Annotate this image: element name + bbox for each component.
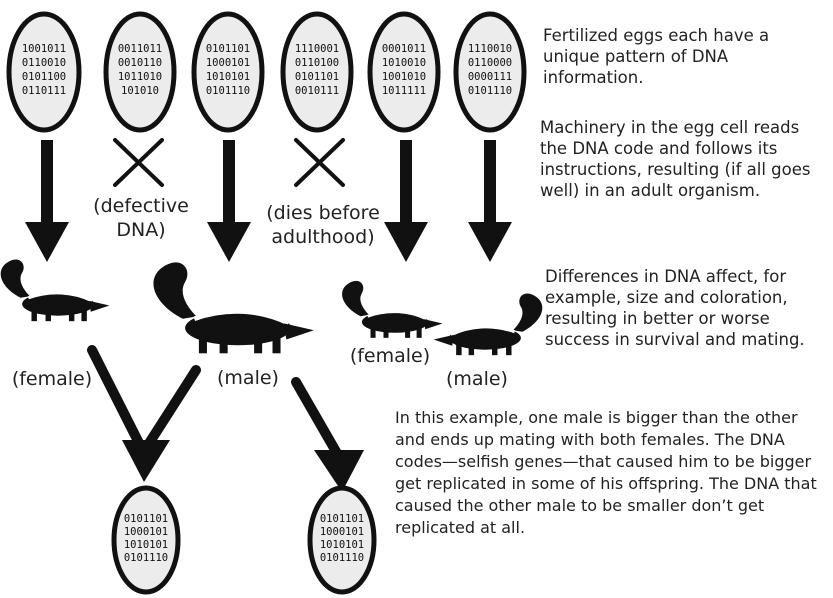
label-dies-line-2: adulthood): [271, 226, 374, 248]
arrow-down-4: [468, 140, 512, 262]
skunk-female-1: [1, 259, 110, 321]
mating-arrow-right: [296, 382, 364, 492]
egg-offspring-1-line-3: 1010101: [124, 539, 168, 551]
egg-top-3: 0101101 1000101 1010101 0101110: [194, 14, 262, 130]
egg-top-5: 0001011 1010010 1001010 1011111: [370, 14, 438, 130]
egg-top-5-line-1: 0001011: [382, 43, 426, 55]
egg-top-2-line-2: 0010110: [118, 57, 162, 69]
egg-top-1-line-1: 1001011: [22, 43, 66, 55]
egg-offspring-1-line-2: 1000101: [124, 526, 168, 538]
label-defective-line-1: (defective: [93, 195, 189, 217]
egg-offspring-2-line-4: 0101110: [320, 552, 364, 564]
egg-top-5-line-4: 1011111: [382, 85, 426, 97]
label-male-1: (male): [217, 367, 279, 389]
mating-arrow-left: [92, 350, 196, 482]
label-defective-line-2: DNA): [116, 219, 165, 241]
egg-top-4-line-4: 0010111: [295, 85, 339, 97]
egg-top-6: 1110010 0110000 0000111 0101110: [456, 14, 524, 130]
egg-top-3-line-1: 0101101: [206, 43, 250, 55]
egg-offspring-1: 0101101 1000101 1010101 0101110: [114, 488, 178, 592]
egg-top-2-line-4: 101010: [121, 85, 159, 97]
egg-top-4-line-1: 1110001: [295, 43, 339, 55]
skunk-male-small: [434, 293, 543, 355]
egg-top-6-line-4: 0101110: [468, 85, 512, 97]
egg-offspring-1-line-1: 0101101: [124, 513, 168, 525]
egg-offspring-1-line-4: 0101110: [124, 552, 168, 564]
skunk-female-2: [342, 281, 442, 338]
arrow-down-1: [25, 140, 69, 262]
egg-offspring-2: 0101101 1000101 1010101 0101110: [310, 488, 374, 592]
egg-offspring-2-line-1: 0101101: [320, 513, 364, 525]
arrow-down-3: [384, 140, 428, 262]
egg-top-2: 0011011 0010110 1011010 101010: [106, 14, 174, 130]
note-egg-machinery: Machinery in the egg cell reads the DNA …: [540, 117, 830, 201]
label-female-2: (female): [350, 345, 430, 367]
egg-offspring-2-line-2: 1000101: [320, 526, 364, 538]
label-male-2: (male): [446, 368, 508, 390]
egg-offspring-2-line-3: 1010101: [320, 539, 364, 551]
x-mark-dies: [296, 140, 343, 185]
egg-top-1-line-4: 0110111: [22, 85, 66, 97]
egg-top-6-line-2: 0110000: [468, 57, 512, 69]
egg-top-4-line-3: 0101101: [295, 71, 339, 83]
note-selfish-genes-example: In this example, one male is bigger than…: [395, 407, 830, 539]
egg-top-2-line-1: 0011011: [118, 43, 162, 55]
arrow-down-2: [207, 140, 251, 262]
note-fertilized-eggs: Fertilized eggs each have a unique patte…: [543, 25, 829, 88]
label-female-1: (female): [12, 368, 92, 390]
egg-top-5-line-2: 1010010: [382, 57, 426, 69]
egg-top-4-line-2: 0110100: [295, 57, 339, 69]
egg-top-4: 1110001 0110100 0101101 0010111: [283, 14, 351, 130]
label-dies-line-1: (dies before: [266, 202, 380, 224]
egg-top-1: 1001011 0110010 0101100 0110111: [9, 14, 79, 130]
egg-top-1-line-2: 0110010: [22, 57, 66, 69]
egg-top-3-line-3: 1010101: [206, 71, 250, 83]
egg-top-5-line-3: 1001010: [382, 71, 426, 83]
egg-top-2-line-3: 1011010: [118, 71, 162, 83]
egg-top-6-line-3: 0000111: [468, 71, 512, 83]
egg-top-3-line-2: 1000101: [206, 57, 250, 69]
egg-top-3-line-4: 0101110: [206, 85, 250, 97]
x-mark-defective: [115, 140, 162, 185]
note-dna-differences: Differences in DNA affect, for example, …: [545, 266, 831, 350]
skunk-male-big: [153, 262, 313, 353]
egg-top-6-line-1: 1110010: [468, 43, 512, 55]
egg-top-1-line-3: 0101100: [22, 71, 66, 83]
